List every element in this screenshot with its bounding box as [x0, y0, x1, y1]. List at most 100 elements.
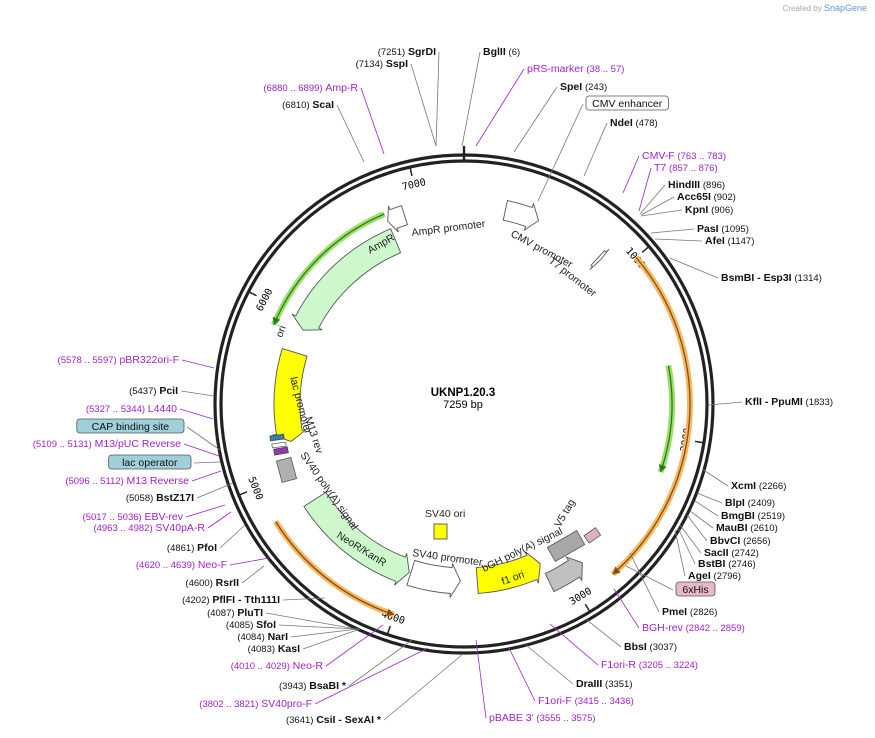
label-name: SgrDI: [408, 46, 436, 58]
label-cmv-f[interactable]: CMV-F (763 .. 783): [642, 150, 726, 162]
label-text: (4963 .. 4982) SV40pA-R: [93, 522, 205, 534]
label-nari[interactable]: (4084) NarI: [237, 631, 288, 643]
label-ebv-rev[interactable]: (5017 .. 5036) EBV-rev: [83, 511, 184, 523]
feature-sv40-ori[interactable]: [433, 523, 448, 540]
label-cap-binding-site[interactable]: CAP binding site: [76, 418, 185, 434]
orf-head-3: [272, 316, 281, 325]
label-neo-r[interactable]: (4010 .. 4029) Neo-R: [231, 660, 324, 672]
label-text: (7251) SgrDI: [378, 46, 436, 58]
label-maubi[interactable]: MauBI (2610): [716, 522, 778, 534]
label-amp-r[interactable]: (6880 .. 6899) Amp-R: [263, 82, 358, 94]
label-t7[interactable]: T7 (857 .. 876): [654, 162, 718, 174]
label-pmei[interactable]: PmeI (2826): [662, 606, 717, 618]
label-bsmbi-esp3i[interactable]: BsmBI - Esp3I (1314): [721, 272, 822, 284]
feature-neor-kanr[interactable]: [303, 491, 410, 586]
label-bp: (7134): [356, 59, 383, 70]
label-f1ori-r[interactable]: F1ori-R (3205 .. 3224): [601, 659, 698, 671]
label-name: BlpI: [725, 497, 745, 509]
label-text: (6880 .. 6899) Amp-R: [263, 82, 358, 94]
label-blpi[interactable]: BlpI (2409): [725, 497, 775, 509]
label-pasi[interactable]: PasI (1095): [697, 223, 749, 235]
label-bmgbi[interactable]: BmgBI (2519): [721, 510, 785, 522]
feature-bgh-poly-a-signal[interactable]: [544, 556, 583, 593]
label-draiii[interactable]: DraIII (3351): [576, 678, 633, 690]
label-rsrii[interactable]: (4600) RsrII: [185, 577, 239, 589]
feature-sv40-promoter[interactable]: [406, 559, 461, 598]
leader-line: [677, 527, 696, 565]
label-sfoi[interactable]: (4085) SfoI: [226, 619, 276, 631]
label-text: BglII (6): [483, 46, 520, 58]
feature-bgh-polya-block[interactable]: [546, 530, 586, 562]
tick-2000: [694, 440, 704, 444]
label-bbvci[interactable]: BbvCI (2656): [710, 535, 771, 547]
label-sacii[interactable]: SacII (2742): [704, 547, 759, 559]
leader-line: [640, 196, 675, 216]
label-pflfi-tth111i[interactable]: (4202) PflFI - Tth111I: [182, 594, 280, 606]
leader-line: [640, 209, 683, 217]
label-sgrdi[interactable]: (7251) SgrDI: [378, 46, 436, 58]
label-pbr322ori-f[interactable]: (5578 .. 5597) pBR322ori-F: [58, 354, 179, 366]
label-cmv-enhancer[interactable]: CMV enhancer: [585, 95, 669, 111]
feature-m13-rev-block[interactable]: [273, 446, 289, 456]
label-kpni[interactable]: KpnI (906): [685, 204, 733, 216]
label-pfoi[interactable]: (4861) PfoI: [167, 542, 217, 554]
label-agei[interactable]: AgeI (2796): [688, 570, 741, 582]
label-sv40pro-f[interactable]: (3802 .. 3821) SV40pro-F: [199, 698, 312, 710]
label-afei[interactable]: AfeI (1147): [705, 235, 754, 247]
label-text: DraIII (3351): [576, 678, 633, 690]
label-bstz17i[interactable]: (5058) BstZ17I: [126, 492, 194, 504]
label-pluti[interactable]: (4087) PluTI: [207, 607, 263, 619]
feature-ori[interactable]: [272, 348, 308, 442]
label-kfli-ppumi[interactable]: KflI - PpuMI (1833): [745, 396, 833, 408]
label-bsabi-[interactable]: (3943) BsaBI *: [279, 680, 347, 692]
label-bglii[interactable]: BglII (6): [483, 46, 520, 58]
label-name: PasI: [697, 223, 719, 235]
label-ndei[interactable]: NdeI (478): [610, 117, 658, 129]
feature-ampr[interactable]: [291, 228, 402, 331]
feature-cmv-promoter[interactable]: [502, 200, 540, 232]
label-m13-puc-reverse[interactable]: (5109 .. 5131) M13/pUC Reverse: [33, 438, 181, 450]
label-text: BGH-rev (2842 .. 2859): [642, 622, 745, 634]
label-l4440[interactable]: (5327 .. 5344) L4440: [86, 403, 177, 415]
leader-line: [191, 470, 222, 482]
label-lac-operator[interactable]: lac operator: [108, 454, 192, 470]
label-bp: (3351): [605, 679, 632, 690]
label-m13-reverse[interactable]: (5096 .. 5112) M13 Reverse: [65, 475, 189, 487]
label-scai[interactable]: (6810) ScaI: [282, 99, 334, 111]
label-pbabe-3-[interactable]: pBABE 3' (3555 .. 3575): [489, 712, 596, 724]
label-text: PasI (1095): [697, 223, 749, 235]
label-csii-sexai-[interactable]: (3641) CsiI - SexAI *: [286, 714, 382, 726]
feature-cap-block[interactable]: [269, 433, 285, 442]
label-xcmi[interactable]: XcmI (2266): [731, 480, 786, 492]
feature-ampr-promoter[interactable]: [387, 205, 409, 233]
label-bstbi[interactable]: BstBI (2746): [698, 558, 756, 570]
leader-line: [360, 87, 385, 155]
label-prs-marker[interactable]: pRS-marker (38 .. 57): [527, 63, 624, 75]
label-bp: (2826): [690, 607, 717, 618]
label-pcii[interactable]: (5437) PciI: [129, 385, 178, 397]
leader-line: [508, 647, 536, 702]
label-spei[interactable]: SpeI (243): [560, 81, 607, 93]
label-f1ori-f[interactable]: F1ori-F (3415 .. 3436): [538, 695, 634, 707]
label-sspi[interactable]: (7134) SspI: [356, 58, 409, 70]
label-text: BlpI (2409): [725, 497, 775, 509]
label-acc65i[interactable]: Acc65I (902): [677, 191, 736, 203]
feature-sv40-polya-block[interactable]: [275, 456, 298, 483]
orf-head-1: [659, 464, 667, 473]
label-neo-f[interactable]: (4620 .. 4639) Neo-F: [136, 559, 227, 571]
label-name: KpnI: [685, 204, 708, 216]
label-6xhis[interactable]: 6xHis: [675, 581, 716, 597]
label-sv40pa-r[interactable]: (4963 .. 4982) SV40pA-R: [93, 522, 205, 534]
label-bgh-rev[interactable]: BGH-rev (2842 .. 2859): [642, 622, 745, 634]
feature-lac-promoter-block[interactable]: [271, 441, 287, 449]
label-kasi[interactable]: (4083) KasI: [248, 643, 301, 655]
feature-t7-promoter[interactable]: [589, 248, 610, 271]
label-text: pBABE 3' (3555 .. 3575): [489, 712, 596, 724]
label-bbsi[interactable]: BbsI (3037): [624, 641, 677, 653]
leader-line: [193, 461, 221, 464]
feature-v5-tag-block[interactable]: [583, 527, 602, 544]
feature-tag-box: [675, 581, 716, 597]
feature-f1-ori[interactable]: [475, 551, 541, 594]
label-bp: (1095): [721, 224, 748, 235]
label-hindiii[interactable]: HindIII (896): [668, 179, 725, 191]
